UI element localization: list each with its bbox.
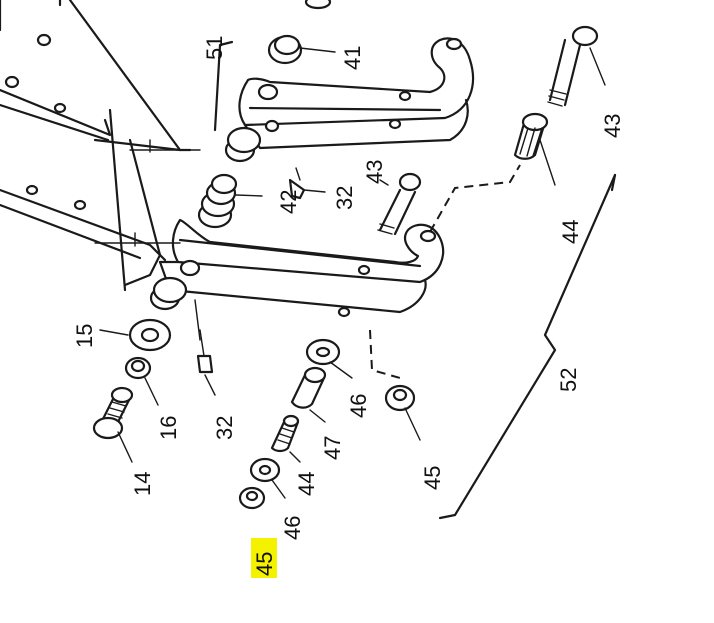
upper-swing-arm [213,0,475,163]
label-43-lower: 43 [362,160,387,184]
part-45-nut-lower [238,486,266,510]
lower-swing-arm [149,218,445,318]
frame-bracket [0,0,201,292]
label-44-lower: 44 [294,472,319,496]
part-44-pin [270,414,300,453]
label-51: 51 [202,36,227,60]
assembly-boundary-52 [438,173,617,520]
label-14: 14 [130,472,155,496]
label-32-lower: 32 [212,416,237,440]
part-46-washer-lower [249,457,281,483]
part-32-grease-nipple-lower [196,329,214,374]
leader-lines [99,47,606,499]
label-32-upper: 32 [332,186,357,210]
label-52: 52 [556,368,581,392]
label-46-upper: 46 [346,394,371,418]
part-45-nut-right [384,384,416,412]
part-47-sleeve [290,366,327,409]
part-46-washer-upper [305,338,341,366]
part-42-bushing [197,173,238,229]
part-44-splined-shaft [513,112,549,160]
part-43-bolt-upper [547,25,599,107]
part-16-nut [124,356,152,380]
part-32-grease-nipple-upper [288,167,306,200]
label-45-highlighted: 45 [252,552,277,576]
label-41: 41 [340,46,365,70]
part-15-washer [128,318,172,352]
label-15: 15 [72,324,97,348]
label-42: 42 [276,190,301,214]
part-labels: 51 41 43 42 32 43 44 15 16 14 32 46 47 4… [72,36,625,576]
label-45-right: 45 [420,466,445,490]
label-47: 47 [320,436,345,460]
label-44-upper: 44 [558,220,583,244]
label-43-upper: 43 [600,114,625,138]
label-46-lower: 46 [280,516,305,540]
label-16: 16 [156,416,181,440]
part-14-bolt [92,386,134,440]
assembly-dash-lines [194,164,521,379]
label-highlight [251,538,277,578]
part-43-bolt-lower [377,172,422,236]
